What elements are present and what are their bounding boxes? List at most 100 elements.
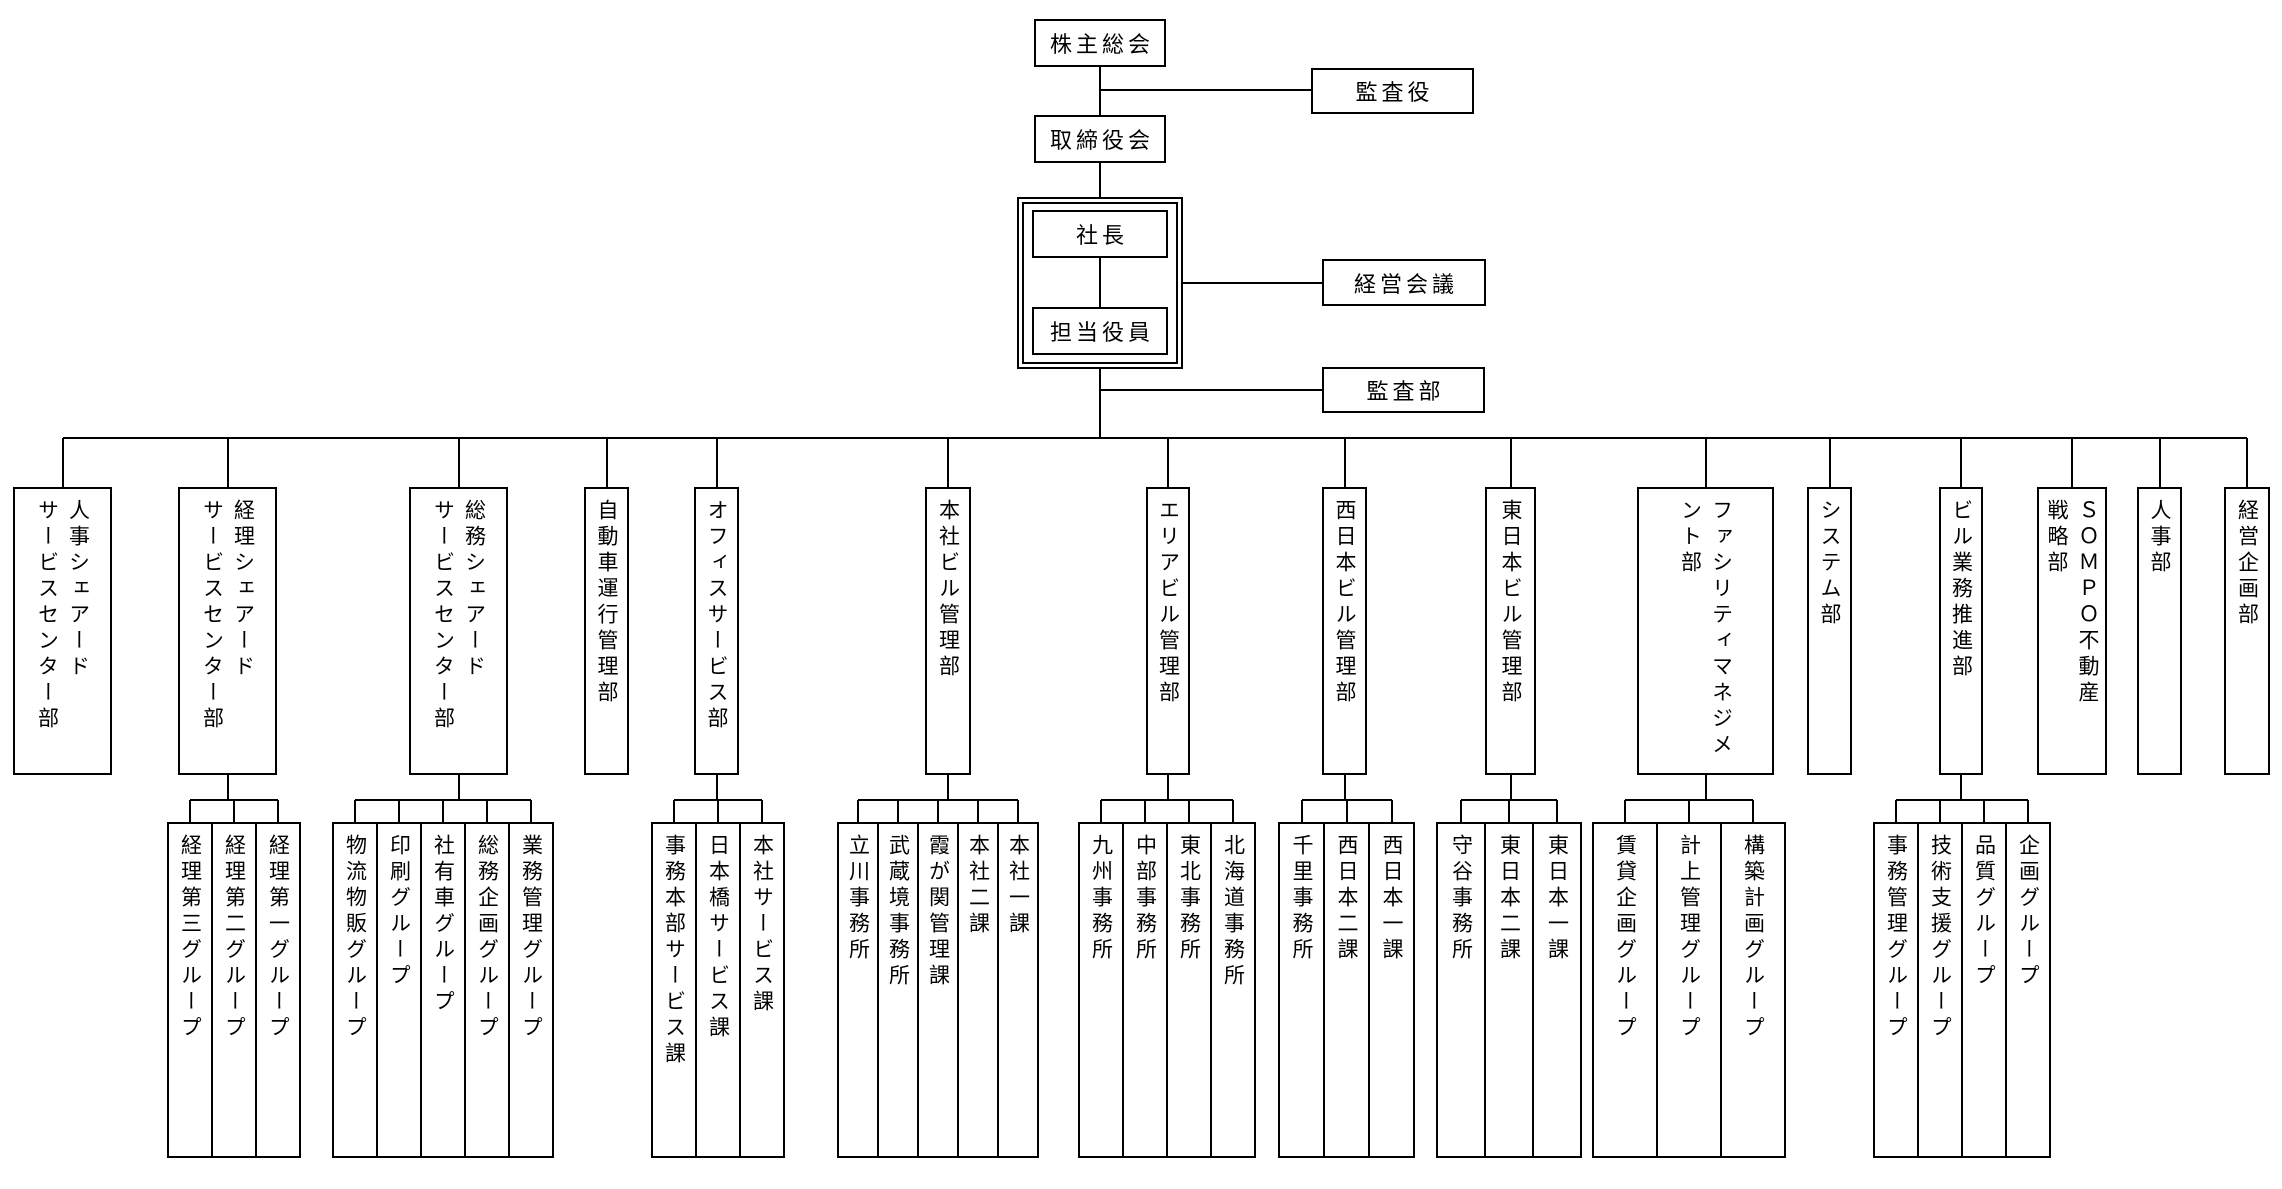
child-label: 中部事務所 — [1133, 834, 1157, 964]
department-box: 西日本ビル管理部 — [1322, 487, 1367, 775]
child-label: 物流物販グループ — [343, 834, 367, 1042]
connector-line — [2159, 438, 2161, 487]
department-label: 経営企画部 — [2235, 499, 2259, 629]
connector-line — [1100, 389, 1322, 391]
child-label: 西日本一課 — [1380, 834, 1403, 964]
department-label: 東日本ビル管理部 — [1499, 499, 1522, 707]
connector-line — [277, 800, 279, 822]
child-label: 守谷事務所 — [1449, 834, 1473, 964]
connector-line — [1624, 800, 1626, 822]
connector-line — [2246, 438, 2248, 487]
child-box: 経理第二グループ — [211, 822, 257, 1158]
child-label: 技術支援グループ — [1928, 834, 1952, 1042]
child-box: 経理第一グループ — [255, 822, 301, 1158]
department-box: ＳＯＭＰＯ不動産 戦略部 — [2037, 487, 2107, 775]
connector-line — [1344, 438, 1346, 487]
president-box: 社長 — [1032, 210, 1168, 258]
child-box: 品質グループ — [1961, 822, 2007, 1158]
connector-line — [1508, 800, 1510, 822]
connector-line — [1960, 438, 1962, 487]
child-box: 西日本一課 — [1368, 822, 1415, 1158]
child-group: 事務本部サービス課日本橋サービス課本社サービス課 — [651, 822, 785, 1158]
child-box: 東日本二課 — [1484, 822, 1534, 1158]
department-box: 経理シェアード サービスセンター部 — [178, 487, 277, 775]
connector-line — [1752, 800, 1754, 822]
department-box: 自動車運行管理部 — [584, 487, 629, 775]
connector-line — [189, 800, 191, 822]
department-label: エリアビル管理部 — [1156, 499, 1180, 707]
department-label: 人事部 — [2148, 499, 2171, 577]
department-label: オフィスサービス部 — [705, 499, 728, 733]
connector-line — [1188, 800, 1190, 822]
child-box: 東日本一課 — [1532, 822, 1582, 1158]
child-box: 立川事務所 — [837, 822, 879, 1158]
department-label: ビル業務推進部 — [1949, 499, 1973, 681]
department-box: 人事部 — [2137, 487, 2182, 775]
child-box: 技術支援グループ — [1917, 822, 1963, 1158]
connector-line — [63, 437, 2247, 439]
child-label: 日本橋サービス課 — [706, 834, 730, 1042]
connector-line — [1829, 438, 1831, 487]
child-label: 経理第三グループ — [178, 834, 202, 1042]
connector-line — [227, 438, 229, 487]
connector-line — [62, 438, 64, 487]
child-label: 事務本部サービス課 — [662, 834, 686, 1068]
child-label: 西日本二課 — [1335, 834, 1358, 964]
department-box: システム部 — [1807, 487, 1852, 775]
management-meeting-label: 経営会議 — [1353, 271, 1458, 297]
child-label: 本社サービス課 — [750, 834, 774, 1016]
connector-line — [1100, 800, 1102, 822]
child-box: 東北事務所 — [1166, 822, 1212, 1158]
department-label: 本社ビル管理部 — [936, 499, 960, 681]
child-box: 賃貸企画グループ — [1592, 822, 1658, 1158]
child-box: 企画グループ — [2005, 822, 2051, 1158]
child-box: 構築計画グループ — [1720, 822, 1786, 1158]
child-box: 本社一課 — [997, 822, 1039, 1158]
connector-line — [1100, 89, 1311, 91]
executive-double-frame-inner — [1022, 202, 1178, 364]
auditor-label: 監査役 — [1355, 80, 1434, 105]
connector-line — [857, 800, 859, 822]
management-meeting-box: 経営会議 — [1322, 259, 1486, 306]
connector-line — [1167, 775, 1169, 800]
connector-line — [1301, 800, 1303, 822]
connector-line — [1939, 800, 1941, 822]
department-label: ファシリティマネジメ ント部 — [1678, 499, 1733, 759]
child-group: 経理第三グループ経理第二グループ経理第一グループ — [167, 822, 301, 1158]
connector-line — [1183, 282, 1322, 284]
child-box: 印刷グループ — [376, 822, 422, 1158]
child-box: 社有車グループ — [420, 822, 466, 1158]
connector-line — [1510, 438, 1512, 487]
connector-line — [1344, 775, 1346, 800]
child-group: 立川事務所武蔵境事務所霞が関管理課本社二課本社一課 — [837, 822, 1039, 1158]
connector-line — [947, 438, 949, 487]
connector-line — [897, 800, 899, 822]
child-label: 経理第二グループ — [222, 834, 246, 1042]
connector-line — [530, 800, 532, 822]
child-label: 本社二課 — [966, 834, 990, 938]
connector-line — [442, 800, 444, 822]
department-label: 人事シェアード サービスセンター部 — [35, 499, 90, 733]
connector-line — [354, 800, 356, 822]
connector-line — [1346, 800, 1348, 822]
child-box: 武蔵境事務所 — [877, 822, 919, 1158]
department-label: 総務シェアード サービスセンター部 — [431, 499, 486, 733]
connector-line — [2071, 438, 2073, 487]
connector-line — [947, 775, 949, 800]
child-label: 立川事務所 — [846, 834, 870, 964]
connector-line — [1232, 800, 1234, 822]
child-label: 総務企画グループ — [475, 834, 499, 1042]
connector-line — [1099, 163, 1101, 197]
connector-line — [1896, 799, 2028, 801]
connector-line — [1510, 775, 1512, 800]
connector-line — [1099, 258, 1101, 307]
child-box: 千里事務所 — [1278, 822, 1325, 1158]
connector-line — [458, 438, 460, 487]
child-group: 事務管理グループ技術支援グループ品質グループ企画グループ — [1873, 822, 2051, 1158]
department-label: システム部 — [1818, 499, 1841, 629]
child-box: 本社サービス課 — [739, 822, 785, 1158]
child-group: 物流物販グループ印刷グループ社有車グループ総務企画グループ業務管理グループ — [332, 822, 554, 1158]
child-label: 構築計画グループ — [1741, 834, 1765, 1042]
child-label: 印刷グループ — [387, 834, 411, 990]
department-box: 東日本ビル管理部 — [1485, 487, 1536, 775]
